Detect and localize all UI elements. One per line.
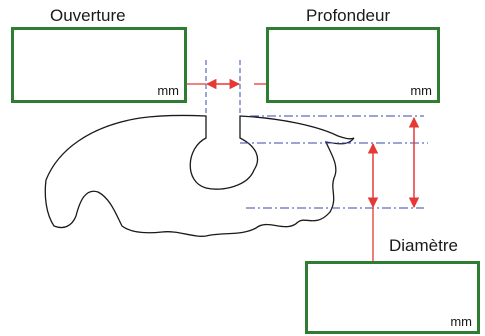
diametre-unit: mm: [450, 314, 472, 329]
ouverture-input[interactable]: mm: [11, 27, 187, 103]
diametre-label: Diamètre: [389, 236, 458, 255]
ouverture-unit: mm: [157, 83, 179, 98]
profondeur-unit: mm: [410, 83, 432, 98]
profondeur-input[interactable]: mm: [266, 27, 440, 103]
diametre-input[interactable]: mm: [305, 261, 480, 334]
part-outline: [44, 114, 355, 237]
ouverture-label: Ouverture: [50, 6, 126, 25]
profondeur-label: Profondeur: [306, 6, 391, 25]
